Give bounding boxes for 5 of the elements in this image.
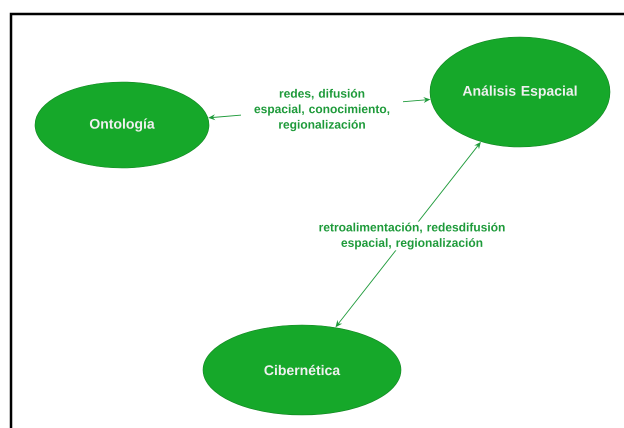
ellipse-node: Ontología	[34, 82, 210, 168]
ellipse-node: Análisis Espacial	[430, 36, 610, 148]
ellipse-node: Cibernética	[202, 324, 402, 416]
edge-label: redes, difusión espacial, conocimiento, regionalización	[241, 88, 403, 132]
edge-label: retroalimentación, redesdifusión espacial, regionalización	[316, 222, 508, 250]
